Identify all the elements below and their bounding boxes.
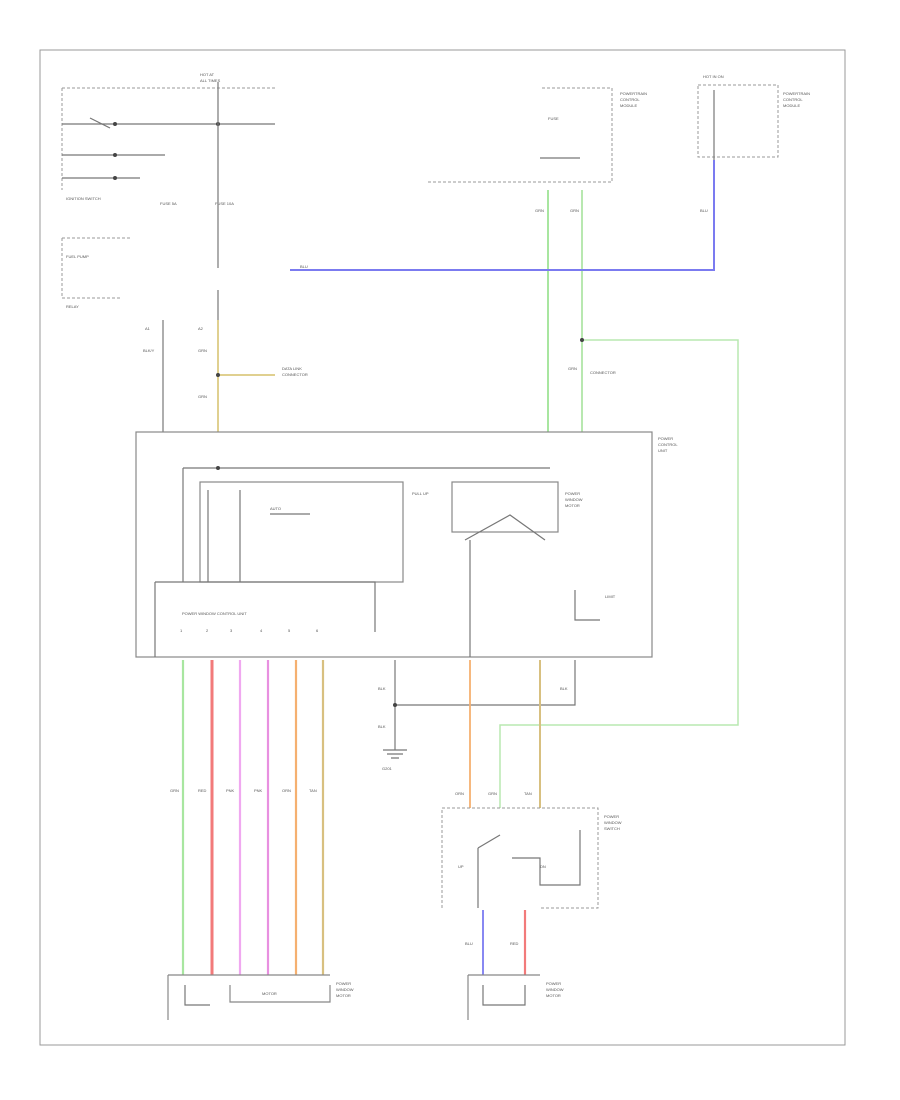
ground-ref-label: CONNECTOR <box>590 370 616 375</box>
wire-label-3: PNK <box>226 788 235 793</box>
fuse-label-1: FUSE 5A <box>160 201 177 206</box>
ignition-switch-label: IGNITION SWITCH <box>66 196 101 201</box>
switch-sub-label-2: WINDOW <box>565 497 583 502</box>
window-switch-inner-label-2: DN <box>540 864 546 869</box>
window-switch-inner-label: UP <box>458 864 464 869</box>
hot-at-sub-label: ALL TIMES <box>200 78 221 83</box>
ecm-wire-label-1: GRN <box>535 208 544 213</box>
ecm-wire-label-2: GRN <box>570 208 579 213</box>
front-motor-inner-label: MOTOR <box>262 991 277 996</box>
blue-wire <box>290 160 715 271</box>
front-motor-box <box>167 974 331 1020</box>
wire-label-6: TAN <box>309 788 317 793</box>
ground-wire-label: BLK <box>378 686 386 691</box>
branch-label-d: GRN <box>198 348 207 353</box>
ignition-switch-box <box>61 87 275 190</box>
top-right-label: POWERTRAIN <box>783 91 810 96</box>
control-sub-module <box>199 481 404 583</box>
wire-label-5: ORN <box>282 788 291 793</box>
ground-label: GRN <box>568 366 577 371</box>
blue-wire-label-2: BLU <box>300 264 308 269</box>
branch-label-b: BLK/Y <box>143 348 155 353</box>
ecm-label: POWERTRAIN <box>620 91 647 96</box>
right-wire-label-1: ORN <box>455 791 464 796</box>
blue-wire-label: BLU <box>700 208 708 213</box>
wire-label-2: RED <box>198 788 207 793</box>
power-control-label-2: CONTROL <box>658 442 678 447</box>
front-motor-label: POWER <box>336 981 351 986</box>
switch-sub-module <box>451 481 559 533</box>
branch-label-e: GRN <box>198 394 207 399</box>
control-unit-label: POWER WINDOW CONTROL UNIT <box>182 611 247 616</box>
window-switch-label: POWER <box>604 814 619 819</box>
pin-label-4: 4 <box>260 628 263 633</box>
ecm-label-2: CONTROL <box>620 97 640 102</box>
switch-sub-label: POWER <box>565 491 580 496</box>
power-control-unit-box <box>135 431 653 658</box>
power-control-label-3: UNIT <box>658 448 668 453</box>
light-green-loop <box>499 339 739 808</box>
window-switch-label-2: WINDOW <box>604 820 622 825</box>
ecm-fuse-label: FUSE <box>548 116 559 121</box>
branch-label-a: A1 <box>145 326 151 331</box>
power-control-label: POWER <box>658 436 673 441</box>
top-right-hot-label: HOT IN ON <box>703 74 724 79</box>
pin-label-5: 5 <box>288 628 291 633</box>
wire-label-4: PNK <box>254 788 263 793</box>
top-right-module-box <box>697 84 779 158</box>
switch-sub-label-3: MOTOR <box>565 503 580 508</box>
relay-box <box>61 237 130 299</box>
pin-label-1: 1 <box>180 628 183 633</box>
right-wire-label: BLK <box>560 686 568 691</box>
rear-motor-label: POWER <box>546 981 561 986</box>
limit-switch-label: LIMIT <box>605 594 616 599</box>
bottom-wire-label-2: RED <box>510 941 519 946</box>
ecm-box <box>428 87 613 183</box>
right-wire-label-3: TAN <box>524 791 532 796</box>
pin-label-3: 3 <box>230 628 233 633</box>
pin-label-6: 6 <box>316 628 319 633</box>
front-motor-label-3: MOTOR <box>336 993 351 998</box>
wire-label-1: GRN <box>170 788 179 793</box>
relay-label: FUEL PUMP <box>66 254 89 259</box>
sub-module-side-label: PULL UP <box>412 491 429 496</box>
hot-at-label: HOT AT <box>200 72 215 77</box>
rear-motor-label-2: WINDOW <box>546 987 564 992</box>
connector-label-2: CONNECTOR <box>282 372 308 377</box>
front-motor-label-2: WINDOW <box>336 987 354 992</box>
ground-point-label: G201 <box>382 766 393 771</box>
window-switch-label-3: SWITCH <box>604 826 620 831</box>
sub-module-label: AUTO <box>270 506 281 511</box>
top-right-label-3: MODULE <box>783 103 800 108</box>
bottom-wire-label-1: BLU <box>465 941 473 946</box>
ground-wire-label-2: BLK <box>378 724 386 729</box>
branch-label-c: A2 <box>198 326 204 331</box>
rear-motor-box <box>467 974 540 1020</box>
connector-label-1: DATA LINK <box>282 366 302 371</box>
ecm-label-3: MODULE <box>620 103 637 108</box>
window-switch-box <box>441 807 599 909</box>
pin-label-2: 2 <box>206 628 209 633</box>
fuse-label-2: FUSE 10A <box>215 201 234 206</box>
top-right-label-2: CONTROL <box>783 97 803 102</box>
diagram-frame <box>39 49 846 1046</box>
relay-sub-label: RELAY <box>66 304 79 309</box>
right-wire-label-2: GRN <box>488 791 497 796</box>
rear-motor-label-3: MOTOR <box>546 993 561 998</box>
